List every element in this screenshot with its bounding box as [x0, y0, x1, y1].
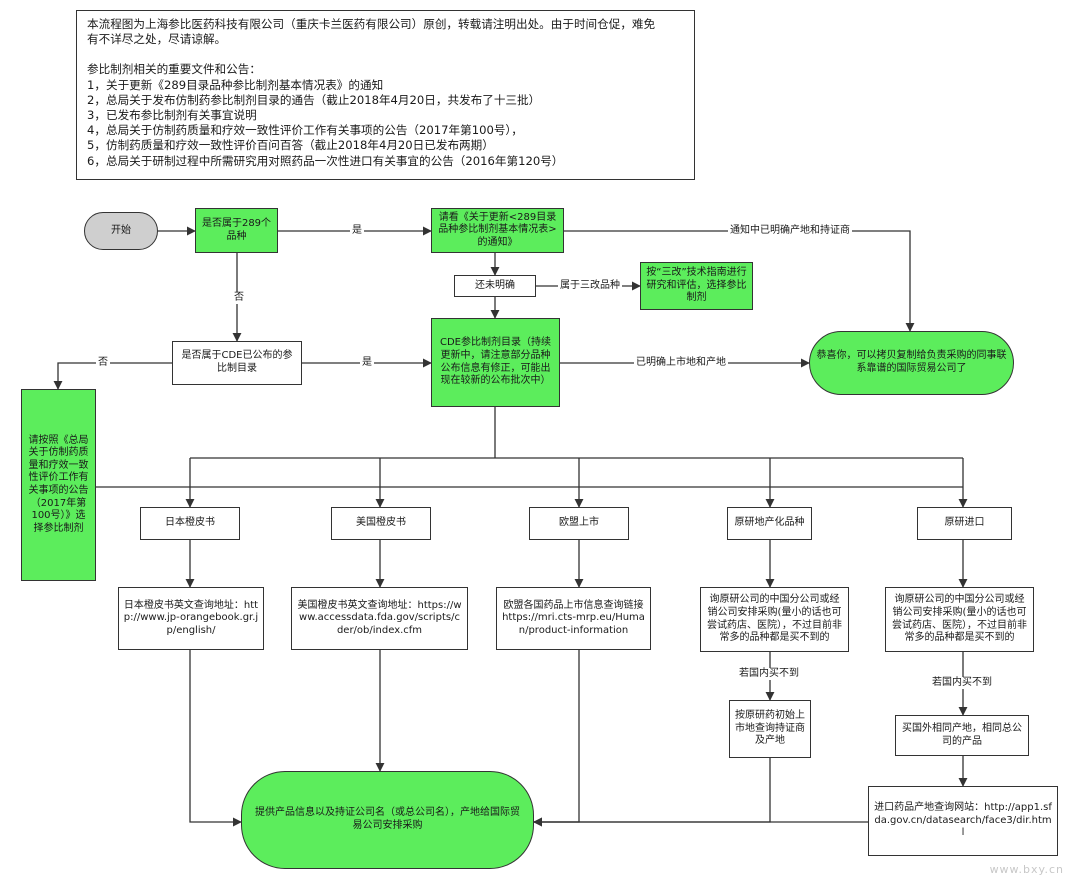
edge-iscde-left	[53, 362, 172, 390]
node-eu-url: 欧盟各国药品上市信息查询链接https://mri.cts-mrp.eu/Hum…	[496, 587, 651, 650]
node-is-289: 是否属于289个品种	[195, 208, 278, 253]
node-start: 开始	[84, 212, 158, 250]
note-item: 6，总局关于研制过程中所需研究用对照药品一次性进口有关事宜的公告（2016年第1…	[87, 153, 564, 168]
node-congrats: 恭喜你，可以拷贝复制给负责采购的同事联系靠谱的国际贸易公司了	[809, 331, 1014, 395]
node-ask-local: 询原研公司的中国分公司或经销公司安排采购(量小的话也可尝试药店、医院），不过目前…	[700, 587, 849, 652]
node-notice-289: 请看《关于更新<289目录品种参比制剂基本情况表>的通知》	[431, 208, 564, 253]
node-three-guide: 按“三改”技术指南进行研究和评估，选择参比制剂	[640, 262, 753, 310]
watermark: www.bxy.cn	[989, 863, 1064, 876]
node-cde-list: CDE参比制剂目录（持续更新中，请注意部分品种公布信息有修正，可能出现在较新的公…	[431, 318, 560, 407]
reference-note: 本流程图为上海参比医药科技有限公司（重庆卡兰医药有限公司）原创，转载请注明出处。…	[76, 10, 695, 180]
node-unclear: 还未明确	[454, 275, 536, 297]
label-yes-289: 是	[350, 225, 364, 237]
note-item: 4，总局关于仿制药质量和疗效一致性评价工作有关事项的公告（2017年第100号）…	[87, 123, 523, 138]
note-item: 2，总局关于发布仿制药参比制剂目录的通告（截止2018年4月20日，共发布了十三…	[87, 92, 541, 107]
label-marketed: 已明确上市地和产地	[634, 357, 728, 369]
node-orig-local: 原研地产化品种	[727, 507, 812, 540]
edge-euurl-provide	[533, 650, 580, 827]
node-ask-import: 询原研公司的中国分公司或经销公司安排采购(量小的话也可尝试药店、医院），不过目前…	[885, 587, 1034, 652]
label-producer-known: 通知中已明确产地和持证商	[728, 225, 852, 237]
note-line-1: 本流程图为上海参比医药科技有限公司（重庆卡兰医药有限公司）原创，转载请注明出处。…	[87, 17, 656, 31]
note-item: 5，仿制药质量和疗效一致性评价百问百答（截止2018年4月20日已发布两期）	[87, 138, 494, 153]
node-eu: 欧盟上市	[529, 507, 629, 540]
label-cant-buy-import: 若国内买不到	[930, 677, 994, 689]
node-japan: 日本橙皮书	[140, 507, 240, 540]
node-orig-import: 原研进口	[917, 507, 1012, 540]
note-line-2: 有不详尽之处，尽请谅解。	[87, 32, 227, 47]
node-query-holder: 按原研药初始上市地查询持证商及产地	[729, 700, 811, 758]
node-usa: 美国橙皮书	[331, 507, 431, 540]
label-yes-cde: 是	[360, 357, 374, 369]
node-is-cde: 是否属于CDE已公布的参比制目录	[172, 341, 302, 385]
note-item: 3，已发布参比制剂有关事宜说明	[87, 108, 257, 123]
node-left-guide: 请按照《总局关于仿制药质量和疗效一致性评价工作有关事项的公告（2017年第100…	[21, 389, 96, 581]
note-heading: 参比制剂相关的重要文件和公告：	[87, 62, 261, 77]
edge-notice-congrats	[564, 230, 915, 332]
node-provide: 提供产品信息以及持证公司名（或总公司名），产地给国际贸易公司安排采购	[241, 771, 534, 869]
note-item: 1，关于更新《289目录品种参比制剂基本情况表》的通知	[87, 77, 384, 92]
node-usa-url: 美国橙皮书英文查询地址：https://www.accessdata.fda.g…	[291, 587, 468, 650]
edge-query-provide	[534, 758, 771, 823]
label-three-kinds: 属于三改品种	[558, 280, 622, 292]
node-japan-url: 日本橙皮书英文查询地址：http://www.jp-orangebook.gr.…	[118, 587, 264, 650]
label-cant-buy-local: 若国内买不到	[737, 668, 801, 680]
node-import-query: 进口药品产地查询网站：http://app1.sfda.gov.cn/datas…	[868, 786, 1058, 856]
label-no-cde: 否	[96, 357, 110, 369]
edge-japanurl-provide	[189, 650, 242, 827]
label-no-289: 否	[232, 292, 246, 304]
node-buy-abroad: 买国外相同产地，相同总公司的产品	[895, 715, 1029, 756]
